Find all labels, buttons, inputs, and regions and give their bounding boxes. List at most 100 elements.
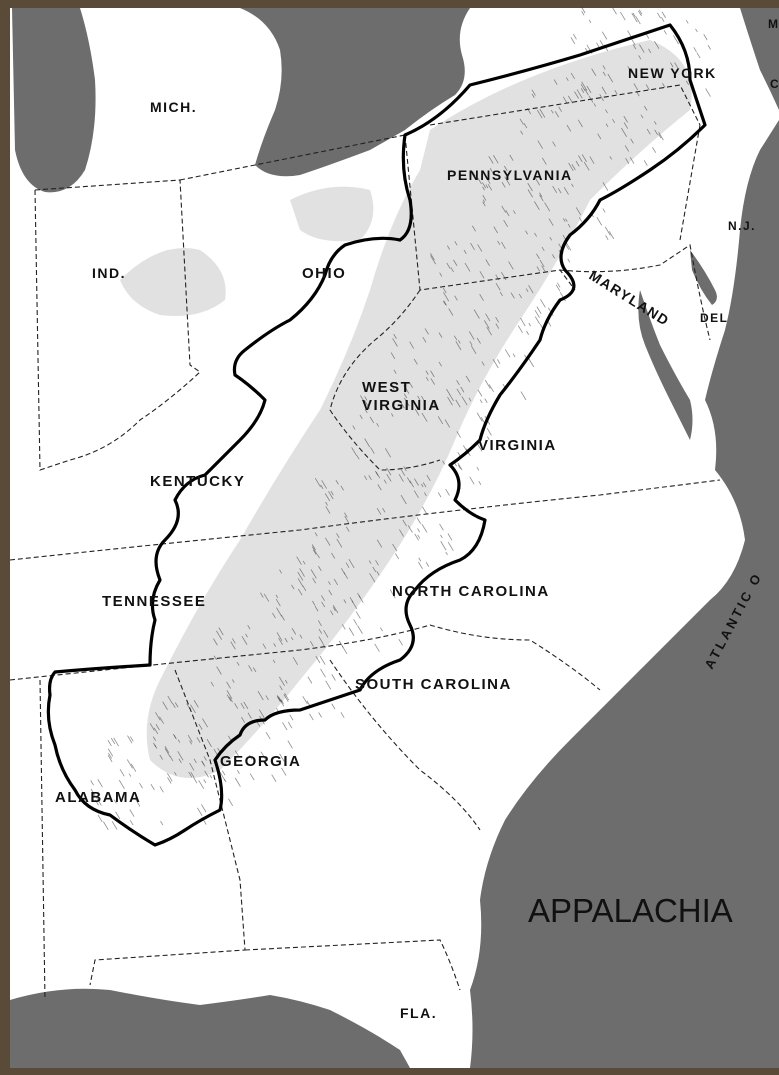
terrain-hatch-mark	[341, 645, 348, 655]
terrain-hatch-mark	[482, 186, 485, 191]
terrain-hatch-mark	[631, 38, 636, 46]
terrain-hatch-mark	[368, 560, 372, 564]
terrain-hatch-mark	[566, 124, 572, 132]
terrain-hatch-mark	[368, 475, 372, 481]
terrain-hatch-mark	[278, 637, 283, 646]
terrain-hatch-mark	[607, 73, 614, 83]
terrain-hatch-mark	[174, 771, 177, 776]
terrain-hatch-mark	[531, 89, 536, 96]
terrain-hatch-mark	[430, 253, 435, 261]
terrain-hatch-mark	[476, 412, 483, 422]
terrain-hatch-mark	[400, 469, 406, 476]
terrain-hatch-mark	[632, 44, 637, 50]
terrain-hatch-mark	[627, 66, 633, 74]
terrain-hatch-mark	[414, 478, 419, 486]
terrain-hatch-mark	[570, 72, 575, 79]
terrain-hatch-mark	[581, 154, 587, 162]
terrain-hatch-mark	[527, 189, 533, 198]
terrain-hatch-mark	[485, 313, 491, 322]
terrain-hatch-mark	[177, 751, 184, 761]
terrain-hatch-mark	[369, 416, 375, 424]
terrain-hatch-mark	[332, 607, 336, 612]
gulf-of-mexico	[10, 988, 410, 1068]
terrain-hatch-mark	[351, 447, 357, 456]
terrain-hatch-mark	[444, 419, 451, 428]
terrain-hatch-mark	[417, 395, 421, 401]
terrain-hatch-mark	[426, 474, 431, 482]
terrain-hatch-mark	[456, 388, 462, 396]
terrain-hatch-mark	[284, 637, 288, 643]
terrain-hatch-mark	[284, 679, 288, 684]
terrain-hatch-mark	[364, 475, 368, 481]
terrain-hatch-mark	[581, 81, 588, 91]
terrain-hatch-mark	[472, 171, 476, 177]
terrain-hatch-mark	[227, 735, 232, 741]
terrain-hatch-mark	[340, 712, 345, 718]
terrain-hatch-mark	[573, 33, 577, 40]
terrain-hatch-mark	[324, 493, 331, 502]
terrain-hatch-mark	[493, 155, 499, 164]
terrain-hatch-mark	[501, 272, 507, 281]
terrain-hatch-mark	[173, 734, 177, 740]
terrain-hatch-mark	[653, 121, 657, 125]
terrain-hatch-mark	[325, 537, 331, 546]
terrain-hatch-mark	[113, 799, 117, 804]
terrain-hatch-mark	[479, 294, 484, 301]
terrain-hatch-mark	[383, 479, 387, 484]
terrain-hatch-mark	[280, 699, 284, 704]
terrain-hatch-mark	[505, 210, 510, 217]
terrain-hatch-mark	[455, 399, 461, 408]
terrain-hatch-mark	[407, 525, 413, 533]
terrain-hatch-mark	[624, 145, 630, 152]
terrain-hatch-mark	[241, 636, 248, 645]
terrain-hatch-mark	[488, 384, 494, 393]
terrain-hatch-mark	[539, 324, 543, 329]
terrain-hatch-mark	[260, 751, 267, 760]
terrain-hatch-mark	[152, 736, 157, 741]
terrain-hatch-mark	[478, 480, 482, 485]
terrain-hatch-mark	[646, 128, 651, 135]
terrain-hatch-mark	[623, 122, 629, 129]
terrain-hatch-mark	[553, 79, 558, 85]
terrain-hatch-mark	[113, 737, 119, 747]
terrain-hatch-mark	[414, 533, 419, 541]
terrain-hatch-mark	[395, 553, 400, 560]
terrain-hatch-mark	[107, 740, 112, 747]
terrain-hatch-mark	[539, 108, 546, 118]
terrain-hatch-mark	[345, 562, 350, 568]
terrain-hatch-mark	[463, 249, 467, 255]
terrain-hatch-mark	[226, 681, 231, 689]
terrain-hatch-mark	[97, 814, 103, 823]
terrain-hatch-mark	[570, 37, 576, 45]
terrain-hatch-mark	[276, 695, 281, 701]
terrain-hatch-mark	[576, 89, 583, 99]
terrain-hatch-mark	[484, 320, 490, 329]
terrain-hatch-mark	[549, 237, 553, 241]
terrain-hatch-mark	[128, 773, 132, 777]
terrain-hatch-mark	[605, 235, 609, 240]
terrain-hatch-mark	[421, 523, 428, 533]
terrain-hatch-mark	[198, 723, 203, 730]
terrain-hatch-mark	[477, 389, 483, 397]
terrain-hatch-mark	[231, 679, 235, 683]
terrain-hatch-mark	[558, 106, 562, 112]
terrain-hatch-mark	[403, 466, 407, 472]
terrain-hatch-mark	[425, 370, 429, 375]
terrain-hatch-mark	[376, 571, 380, 576]
terrain-hatch-mark	[314, 532, 318, 537]
chesapeake-bay	[638, 290, 693, 440]
terrain-hatch-mark	[402, 519, 407, 527]
terrain-hatch-mark	[177, 739, 181, 743]
terrain-hatch-mark	[409, 480, 415, 488]
terrain-hatch-mark	[384, 448, 392, 458]
terrain-hatch-mark	[325, 680, 332, 690]
terrain-hatch-mark	[437, 416, 444, 425]
terrain-hatch-mark	[167, 772, 173, 782]
terrain-hatch-mark	[160, 820, 164, 826]
terrain-hatch-mark	[167, 695, 173, 705]
terrain-hatch-mark	[526, 330, 530, 335]
terrain-hatch-mark	[567, 223, 571, 228]
terrain-hatch-mark	[153, 727, 159, 735]
terrain-hatch-mark	[203, 756, 207, 761]
map-title: APPALACHIA	[528, 892, 733, 929]
